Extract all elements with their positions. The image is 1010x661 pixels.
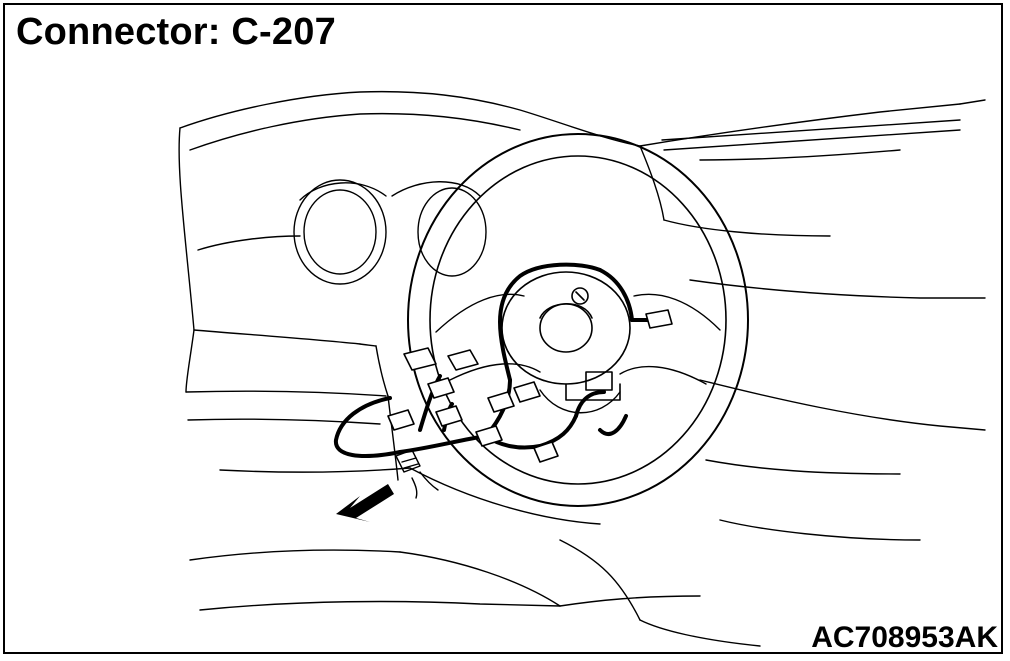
figure-id-label: AC708953AK (811, 621, 998, 654)
clock-spring (501, 271, 631, 401)
gauge-cluster (293, 179, 487, 285)
wiring-harness (333, 262, 650, 458)
connector-c207 (395, 449, 439, 499)
connector-blocks (387, 309, 673, 463)
dashboard-outline (178, 90, 986, 541)
lower-dash (189, 343, 761, 647)
diagram-frame (3, 3, 1003, 654)
connector-title: Connector: C-207 (16, 11, 336, 53)
pointer-arrow-icon (336, 484, 394, 522)
steering-wheel (407, 133, 749, 507)
